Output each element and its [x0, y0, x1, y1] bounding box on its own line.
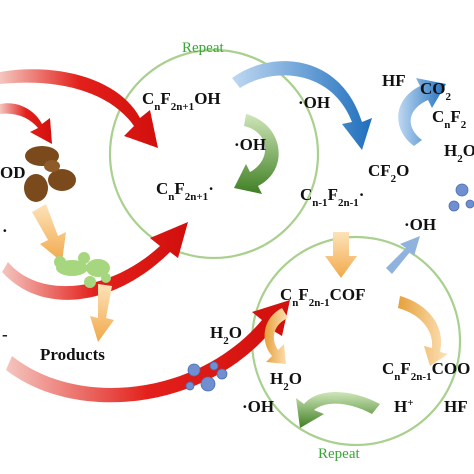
cnf2n1cof-label: CnF2n-1COF [280, 285, 365, 309]
upper-cycle-circle [108, 48, 320, 260]
co2-label: CO2 [420, 79, 452, 103]
water-bubbles-icon [185, 361, 228, 392]
lower-cycle-circle [250, 235, 462, 447]
cf2o-label: CF2O [368, 161, 409, 185]
light-blue-arrow [386, 236, 420, 274]
hplus-label: H+ [394, 397, 414, 416]
red-arrow-top [0, 69, 158, 148]
red-arrow-small [0, 103, 52, 144]
products-label: Products [40, 345, 105, 364]
water-bubbles-right-icon [448, 183, 474, 212]
oh-right-top-label: ·OH [298, 93, 330, 112]
od-partial-label: OD [0, 163, 26, 182]
h2o-top-right-label: H2O [444, 141, 474, 165]
cnf2n1-radical-label: CnF2n+1· [156, 179, 214, 203]
orange-arrow-center-down [325, 232, 357, 278]
dot-left-label: · [2, 221, 8, 240]
cn1f2n1-radical-label: Cn-1F2n-1· [300, 185, 364, 209]
blue-arrow-top [232, 61, 372, 150]
h2o-left-label: H2O [210, 323, 242, 347]
dash-left-label: - [2, 325, 8, 344]
cnf2-partial-label: CnF2 [432, 107, 467, 131]
green-arrow-upper [234, 114, 279, 194]
h2o-inner-label: H2O [270, 369, 302, 393]
hf-top-label: HF [382, 71, 406, 90]
oh-mid-right-label: ·OH [404, 215, 436, 234]
red-arrow-bottom [6, 300, 290, 403]
orange-arrow-products [90, 284, 114, 342]
cnf2n1oh-label: CnF2n+1OH [142, 89, 221, 113]
orange-arrow-left-cycle [264, 308, 288, 364]
oh-center-top-label: ·OH [234, 135, 266, 154]
hf-bottom-label: HF [444, 397, 468, 416]
cnf2n1cooh-label: CnF2n-1COO [382, 359, 470, 383]
orange-arrow-right-cycle [398, 296, 448, 366]
oh-bottom-left-label: ·OH [242, 397, 274, 416]
orange-arrow-left-down [32, 204, 66, 262]
organic-matter-icon [24, 146, 76, 202]
repeat-top-label: Repeat [182, 40, 224, 56]
green-arrow-lower [296, 392, 380, 428]
blue-arrow-right [398, 78, 446, 146]
repeat-bottom-label: Repeat [318, 446, 360, 462]
microbe-icon [54, 252, 111, 288]
